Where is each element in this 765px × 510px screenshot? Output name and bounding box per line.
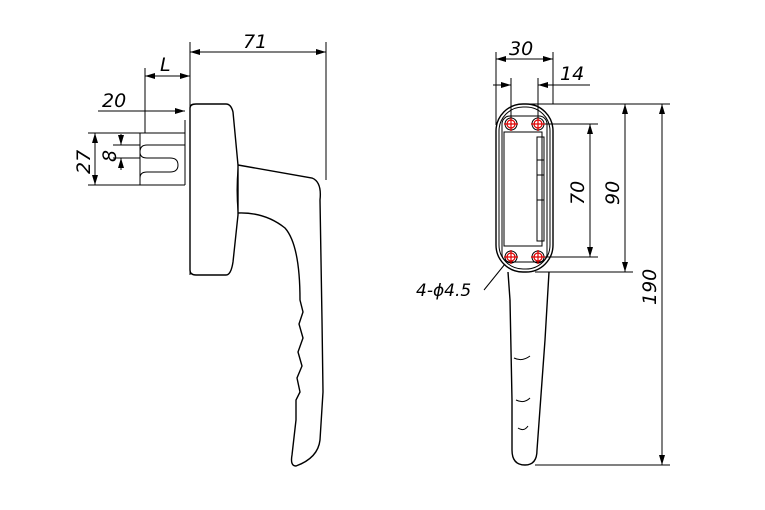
mounting-holes xyxy=(504,117,545,264)
dim-27: 27 xyxy=(73,150,95,174)
dim-70: 70 xyxy=(567,181,589,205)
dim-30: 30 xyxy=(509,38,533,60)
front-view: 30 14 70 90 190 4-ϕ4.5 xyxy=(416,38,670,466)
side-rose-plate xyxy=(189,103,239,276)
dim-L: L xyxy=(160,54,171,76)
dim-20: 20 xyxy=(102,90,126,112)
front-rose-plate xyxy=(495,103,554,273)
dim-8: 8 xyxy=(99,150,121,162)
dim-90: 90 xyxy=(602,181,624,205)
spindle xyxy=(139,120,186,186)
dim-14: 14 xyxy=(560,63,584,85)
dim-190: 190 xyxy=(639,269,661,305)
side-view: 71 L 20 27 8 xyxy=(73,31,327,467)
holes-note: 4-ϕ4.5 xyxy=(416,281,471,301)
side-lever xyxy=(237,164,324,467)
front-lever xyxy=(507,271,550,466)
dim-71: 71 xyxy=(243,31,267,53)
